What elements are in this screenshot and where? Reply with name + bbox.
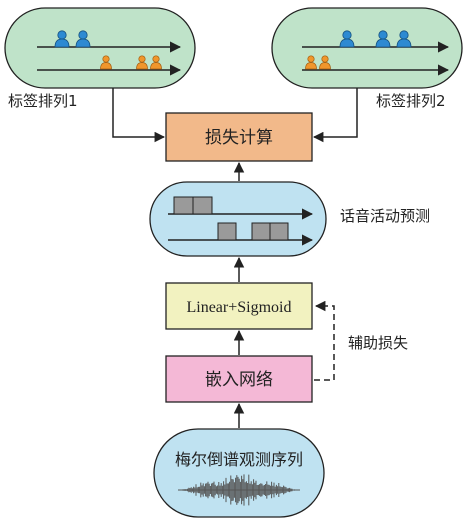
auxiliary-loss-label: 辅助损失 [348,334,408,352]
embedding-network-label: 嵌入网络 [205,370,273,390]
mel-spectrogram-box [153,428,325,518]
mel-spectrogram-label: 梅尔倒谱观测序列 [175,450,303,469]
connector-arrow [312,88,358,143]
auxiliary-loss-connector [314,300,335,381]
vad-prediction-box [149,181,327,257]
vad-prediction-label: 话音活动预测 [340,207,430,225]
linear-sigmoid-label: Linear+Sigmoid [186,299,291,316]
loss-calculation-label: 损失计算 [205,128,273,148]
label-permutation-1-text: 标签排列1 [8,92,78,110]
activity-bar [217,222,289,241]
label-permutation-1-box [4,7,196,89]
linear-sigmoid-box [165,282,313,330]
waveform-icon [178,474,300,506]
connector-arrow [112,88,166,143]
embedding-network-box [165,355,313,403]
label-permutation-2-text: 标签排列2 [376,92,446,110]
label-permutation-2-box [271,7,463,89]
loss-calculation-box [165,112,313,162]
activity-bar [173,196,213,215]
